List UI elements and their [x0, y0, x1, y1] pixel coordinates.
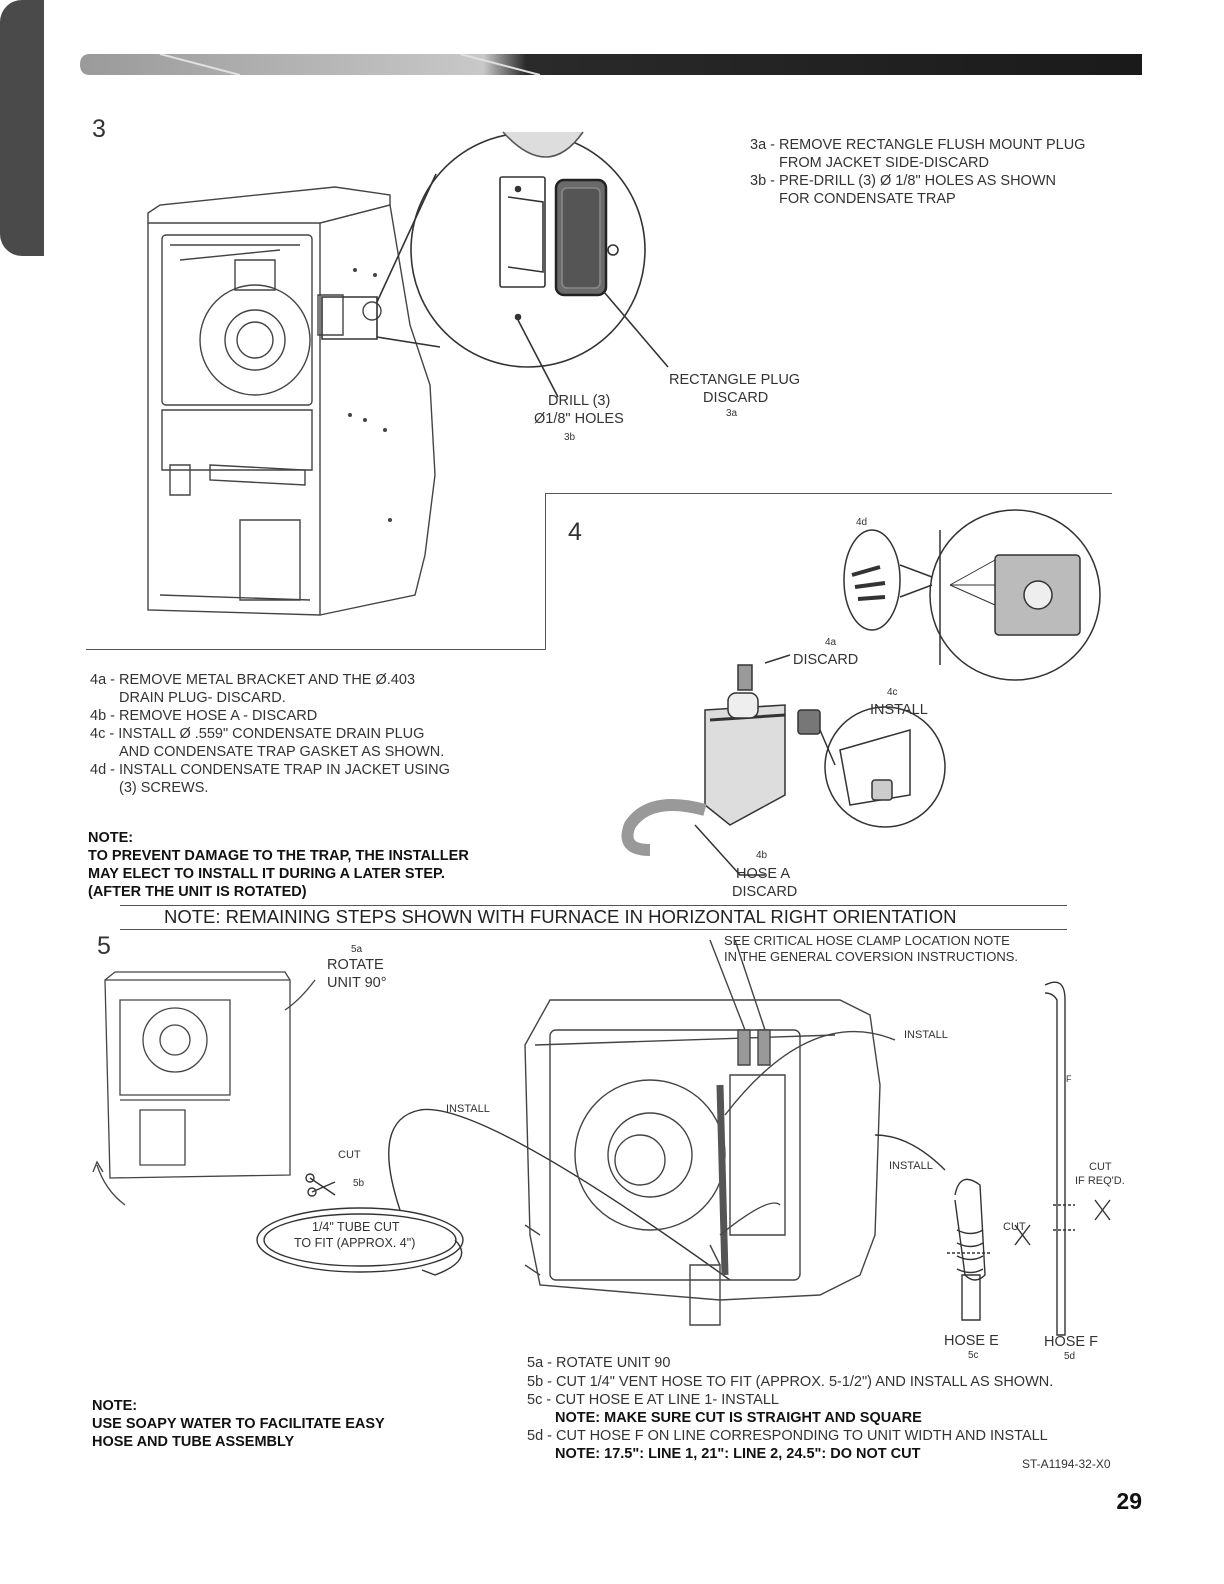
install-mid-callout: INSTALL: [889, 1160, 933, 1172]
step5-note-5c: NOTE: MAKE SURE CUT IS STRAIGHT AND SQUA…: [555, 1410, 922, 1426]
step4-instruction-4c-cont: AND CONDENSATE TRAP GASKET AS SHOWN.: [119, 744, 445, 760]
orientation-note: NOTE: REMAINING STEPS SHOWN WITH FURNACE…: [164, 906, 957, 927]
step4-instruction-4d: 4d - INSTALL CONDENSATE TRAP IN JACKET U…: [90, 762, 450, 778]
divider-step3-bottom: [86, 649, 546, 650]
step5-instruction-5d: 5d - CUT HOSE F ON LINE CORRESPONDING TO…: [527, 1428, 1048, 1444]
divider-step4-top: [545, 493, 1112, 494]
step4-note-line3: (AFTER THE UNIT IS ROTATED): [88, 884, 307, 900]
orientation-note-top-rule: [120, 905, 1067, 906]
step3-instruction-3a-cont: FROM JACKET SIDE-DISCARD: [779, 155, 990, 171]
magnified-view-step3: [318, 132, 758, 382]
install-top-callout: INSTALL: [904, 1029, 948, 1041]
cut-hose-e-callout: CUT: [1003, 1221, 1026, 1233]
ref-4b: 4b: [756, 850, 768, 861]
step4-instruction-4a-cont: DRAIN PLUG- DISCARD.: [119, 690, 286, 706]
step4-note-line1: TO PREVENT DAMAGE TO THE TRAP, THE INSTA…: [88, 848, 469, 864]
cut-ifreq-line1: CUT: [1089, 1161, 1112, 1173]
vent-tube-coil-illustration: [250, 1100, 530, 1285]
rotate-callout-line1: ROTATE: [327, 957, 384, 973]
step4-note-title: NOTE:: [88, 830, 134, 846]
cut-5b-callout: CUT: [338, 1149, 361, 1161]
step5-note-line1: USE SOAPY WATER TO FACILITATE EASY: [92, 1416, 385, 1432]
step3-instruction-3a: 3a - REMOVE RECTANGLE FLUSH MOUNT PLUG: [750, 137, 1086, 153]
install-left-callout: INSTALL: [446, 1103, 490, 1115]
hose-f-label: HOSE F: [1044, 1334, 1098, 1350]
step-4-number: 4: [568, 518, 582, 546]
divider-step4-left: [545, 493, 546, 650]
condensate-trap-illustration: [610, 505, 1120, 890]
ref-5d: 5d: [1064, 1351, 1076, 1362]
small-furnace-illustration: [85, 960, 315, 1220]
cut-ifreq-line2: IF REQ'D.: [1075, 1175, 1125, 1187]
step5-note-line2: HOSE AND TUBE ASSEMBLY: [92, 1434, 295, 1450]
ref-5a: 5a: [351, 944, 363, 955]
hose-e-label: HOSE E: [944, 1333, 999, 1349]
ref-5c: 5c: [968, 1350, 979, 1361]
ref-4d: 4d: [856, 517, 868, 528]
drill-callout-ref: 3b: [564, 432, 576, 443]
header-bar: [80, 54, 1142, 75]
plug-callout-ref: 3a: [726, 408, 738, 419]
step4-instruction-4c: 4c - INSTALL Ø .559" CONDENSATE DRAIN PL…: [90, 726, 425, 742]
plug-callout-line2: DISCARD: [703, 390, 769, 406]
hose-a-discard-callout: DISCARD: [732, 884, 798, 900]
plug-callout-line1: RECTANGLE PLUG: [669, 372, 801, 388]
discard-4a-callout: DISCARD: [793, 652, 859, 668]
step4-instruction-4b: 4b - REMOVE HOSE A - DISCARD: [90, 708, 318, 724]
ref-4c: 4c: [887, 687, 898, 698]
drill-callout-line1: DRILL (3): [548, 393, 611, 409]
step3-instruction-3b: 3b - PRE-DRILL (3) Ø 1/8" HOLES AS SHOWN: [750, 173, 1056, 189]
install-4c-callout: INSTALL: [870, 702, 928, 718]
step3-instruction-3b-cont: FOR CONDENSATE TRAP: [779, 191, 956, 207]
step4-instruction-4a: 4a - REMOVE METAL BRACKET AND THE Ø.403: [90, 672, 416, 688]
step5-note-5d: NOTE: 17.5": LINE 1, 21": LINE 2, 24.5":…: [555, 1446, 921, 1462]
orientation-note-bottom-rule: [120, 929, 1067, 930]
step4-instruction-4d-cont: (3) SCREWS.: [119, 780, 209, 796]
doc-code: ST-A1194-32-X0: [1022, 1457, 1111, 1471]
tube-callout-line2: TO FIT (APPROX. 4"): [294, 1236, 416, 1250]
tube-callout-line1: 1/4" TUBE CUT: [312, 1220, 400, 1234]
hoses-e-f-illustration: [935, 975, 1135, 1345]
clamp-note-line1: SEE CRITICAL HOSE CLAMP LOCATION NOTE: [724, 933, 1010, 948]
hose-f-mark: F: [1066, 1074, 1072, 1084]
step5-instruction-5c: 5c - CUT HOSE E AT LINE 1- INSTALL: [527, 1392, 779, 1408]
rotate-callout-line2: UNIT 90°: [327, 975, 387, 991]
drill-callout-line2: Ø1/8" HOLES: [534, 411, 624, 427]
hose-a-callout: HOSE A: [736, 866, 790, 882]
step-5-number: 5: [97, 932, 111, 960]
furnace-illustration-step3: [140, 175, 460, 625]
side-tab: Field Conversions: [0, 0, 628, 900]
clamp-note-line2: IN THE GENERAL COVERSION INSTRUCTIONS.: [724, 949, 1018, 964]
step5-instruction-5a: 5a - ROTATE UNIT 90: [527, 1355, 671, 1371]
step4-note-line2: MAY ELECT TO INSTALL IT DURING A LATER S…: [88, 866, 445, 882]
horizontal-furnace-illustration: [520, 935, 900, 1345]
ref-5b: 5b: [353, 1178, 365, 1189]
step5-note-title: NOTE:: [92, 1398, 138, 1414]
page-number: 29: [1116, 1488, 1142, 1514]
step-3-number: 3: [92, 115, 106, 143]
step5-instruction-5b: 5b - CUT 1/4" VENT HOSE TO FIT (APPROX. …: [527, 1374, 1054, 1390]
ref-4a: 4a: [825, 637, 837, 648]
